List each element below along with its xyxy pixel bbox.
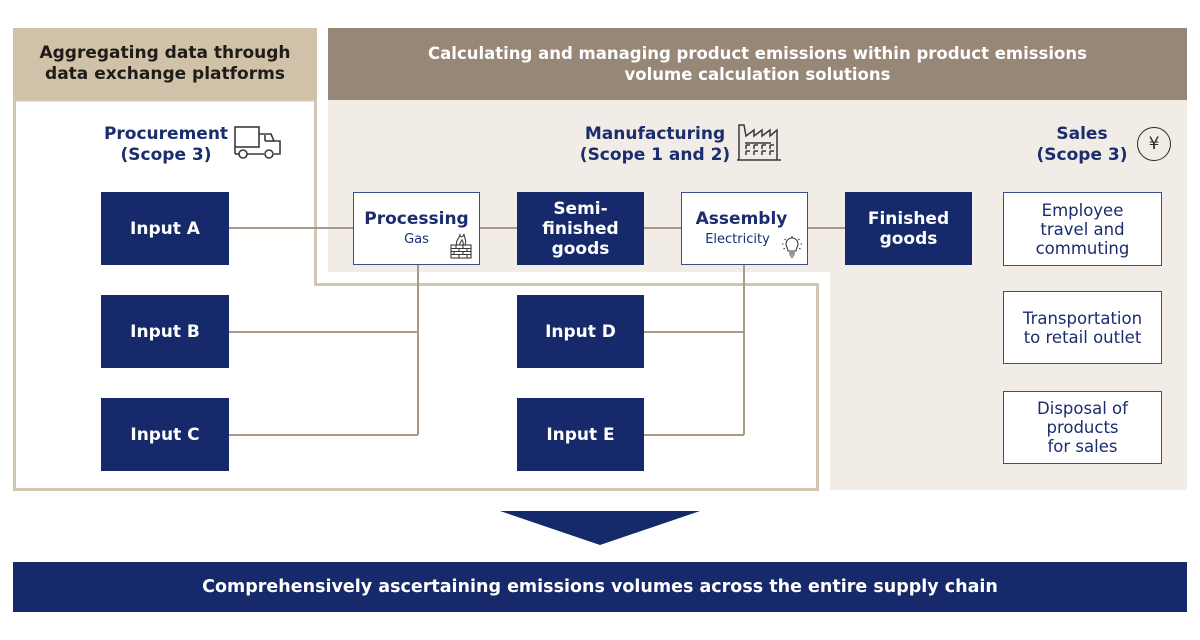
connector-processing-down [417, 265, 419, 435]
semi-finished-line2: finished [542, 218, 619, 239]
input-b-box: Input B [101, 295, 229, 368]
right-panel-header: Calculating and managing product emissio… [328, 28, 1187, 100]
sales-title-line2: (Scope 3) [1036, 145, 1128, 165]
connector-assembly-finished [808, 227, 845, 229]
yen-glyph: ¥ [1148, 134, 1160, 154]
input-a-box: Input A [101, 192, 229, 265]
conclusion-banner: Comprehensively ascertaining emissions v… [13, 562, 1187, 612]
sales-item-2-line1: Transportation [1022, 308, 1143, 328]
right-header-line2: volume calculation solutions [624, 65, 891, 84]
sales-item-transportation: Transportation to retail outlet [1003, 291, 1162, 364]
processing-label: Processing [364, 209, 469, 229]
assembly-box: Assembly Electricity [681, 192, 808, 265]
yen-icon: ¥ [1137, 127, 1171, 161]
finished-goods-box: Finished goods [845, 192, 972, 265]
sales-item-2-line2: to retail outlet [1023, 327, 1142, 347]
connector-a-processing [229, 227, 353, 229]
connector-processing-semi [480, 227, 517, 229]
left-panel-header: Aggregating data through data exchange p… [13, 28, 317, 100]
sales-title-line1: Sales [1056, 124, 1108, 144]
sales-item-1-line1: Employee [1041, 200, 1124, 220]
connector-semi-assembly [644, 227, 681, 229]
sales-item-3-line3: for sales [1047, 437, 1118, 456]
connector-e [644, 434, 744, 436]
connector-b [229, 331, 418, 333]
sales-item-1-line3: commuting [1035, 238, 1130, 258]
input-d-label: Input D [545, 321, 616, 342]
connector-assembly-down [743, 265, 745, 435]
processing-sub: Gas [404, 232, 429, 247]
finished-line2: goods [879, 228, 938, 249]
processing-box: Processing Gas [353, 192, 480, 265]
procurement-title: Procurement (Scope 3) [96, 124, 236, 166]
lightbulb-icon [782, 236, 802, 258]
finished-line1: Finished [867, 208, 950, 229]
input-c-box: Input C [101, 398, 229, 471]
semi-finished-line1: Semi- [553, 198, 608, 219]
input-c-label: Input C [130, 424, 200, 445]
sales-item-1-line2: travel and [1040, 219, 1125, 239]
procurement-title-line1: Procurement [103, 124, 229, 144]
assembly-label: Assembly [695, 209, 788, 229]
input-e-box: Input E [517, 398, 644, 471]
truck-icon [234, 126, 281, 159]
factory-icon [737, 124, 781, 161]
manufacturing-title-line2: (Scope 1 and 2) [579, 145, 731, 165]
sales-title: Sales (Scope 3) [1030, 124, 1134, 166]
assembly-sub: Electricity [705, 232, 770, 247]
procurement-title-line2: (Scope 3) [120, 145, 212, 165]
semi-finished-line3: goods [551, 238, 610, 259]
sales-item-3-line2: products [1046, 418, 1119, 437]
manufacturing-title: Manufacturing (Scope 1 and 2) [575, 124, 735, 166]
input-a-label: Input A [130, 218, 200, 239]
input-e-label: Input E [546, 424, 615, 445]
left-header-line1: Aggregating data through [39, 43, 291, 63]
left-header-line2: data exchange platforms [45, 64, 285, 84]
input-b-label: Input B [130, 321, 200, 342]
connector-c [229, 434, 418, 436]
sales-item-3-line1: Disposal of [1037, 399, 1128, 418]
right-header-line1: Calculating and managing product emissio… [428, 44, 1087, 63]
semi-finished-goods-box: Semi- finished goods [517, 192, 644, 265]
sales-item-disposal: Disposal of products for sales [1003, 391, 1162, 464]
manufacturing-title-line1: Manufacturing [584, 124, 726, 144]
sales-item-employee-travel: Employee travel and commuting [1003, 192, 1162, 266]
down-arrow-icon [500, 511, 700, 545]
gas-furnace-icon [450, 233, 472, 259]
input-d-box: Input D [517, 295, 644, 368]
connector-d [644, 331, 744, 333]
conclusion-text: Comprehensively ascertaining emissions v… [202, 577, 998, 597]
